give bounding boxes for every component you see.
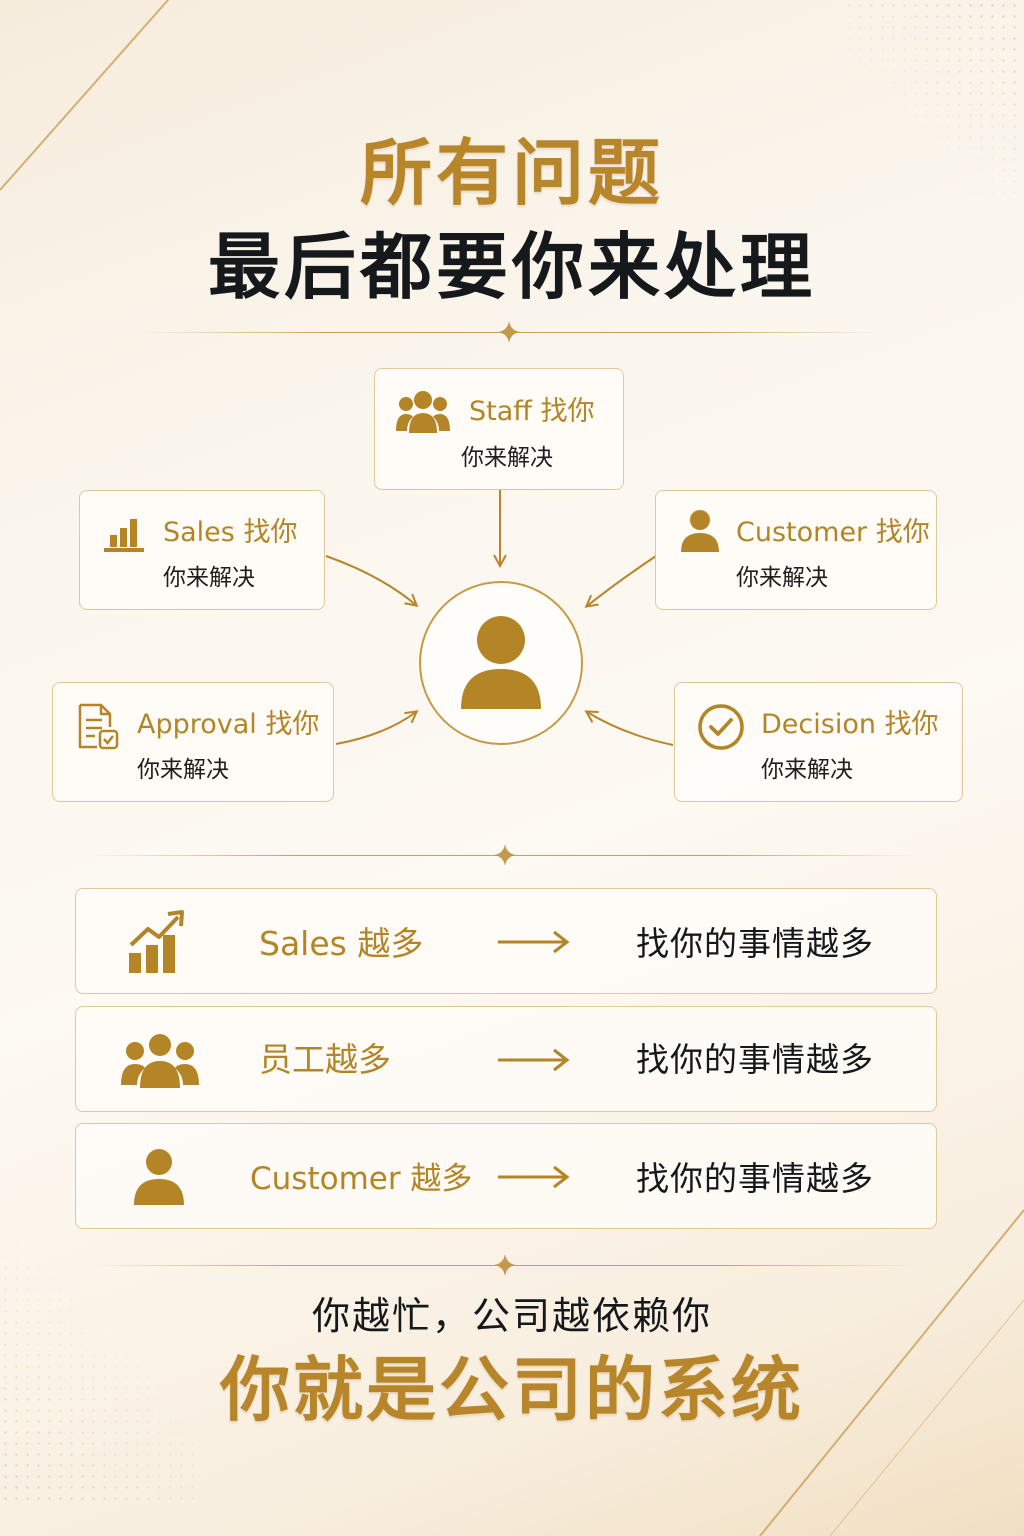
growth-chart-icon [129, 910, 184, 973]
center-person-hub [419, 581, 583, 745]
person-icon [681, 510, 719, 552]
card-approval: Approval 找你 你来解决 [52, 682, 334, 802]
row-label: 员工越多 [259, 1040, 391, 1079]
title-line-1: 所有问题 [359, 131, 664, 215]
row-result: 找你的事情越多 [636, 1040, 874, 1079]
dot-pattern [0, 1240, 200, 1500]
card-decision: Decision 找你 你来解决 [674, 682, 963, 802]
card-label: Approval 找你 [137, 709, 320, 740]
card-sales: Sales 找你 你来解决 [79, 490, 325, 610]
title-line-2: 最后都要你来处理 [207, 225, 816, 309]
bar-chart-icon [104, 519, 144, 552]
cause-effect-row: Sales 越多 找你的事情越多 [75, 888, 937, 994]
arrow-right-icon [498, 930, 570, 954]
people-group-icon [396, 391, 450, 433]
arrow-right-icon [498, 1048, 570, 1072]
card-sub: 你来解决 [163, 565, 255, 591]
cause-effect-row: Customer 越多 找你的事情越多 [75, 1123, 937, 1229]
card-sub: 你来解决 [761, 757, 853, 783]
row-label: Customer 越多 [250, 1161, 473, 1197]
row-result: 找你的事情越多 [636, 1159, 874, 1198]
card-staff: Staff 找你 你来解决 [374, 368, 624, 490]
sparkle-icon [498, 321, 520, 343]
dot-pattern [844, 0, 1024, 200]
footer-line-1: 你越忙，公司越依赖你 [311, 1294, 712, 1338]
card-label: Staff 找你 [469, 396, 595, 427]
card-customer: Customer 找你 你来解决 [655, 490, 937, 610]
sparkle-icon [494, 844, 516, 866]
row-result: 找你的事情越多 [636, 924, 874, 963]
card-sub: 你来解决 [736, 565, 828, 591]
person-icon [461, 616, 541, 709]
card-label: Customer 找你 [736, 517, 930, 548]
card-label: Decision 找你 [761, 709, 939, 740]
card-label: Sales 找你 [163, 517, 298, 548]
person-icon [134, 1149, 184, 1205]
sparkle-icon [494, 1254, 516, 1276]
document-check-icon [78, 703, 119, 750]
cause-effect-row: 员工越多 找你的事情越多 [75, 1006, 937, 1112]
footer-line-2: 你就是公司的系统 [220, 1349, 804, 1431]
check-circle-icon [698, 704, 744, 750]
card-sub: 你来解决 [137, 757, 229, 783]
card-sub: 你来解决 [461, 445, 553, 471]
people-group-icon [121, 1034, 199, 1088]
arrow-right-icon [498, 1165, 570, 1189]
row-label: Sales 越多 [259, 924, 424, 963]
